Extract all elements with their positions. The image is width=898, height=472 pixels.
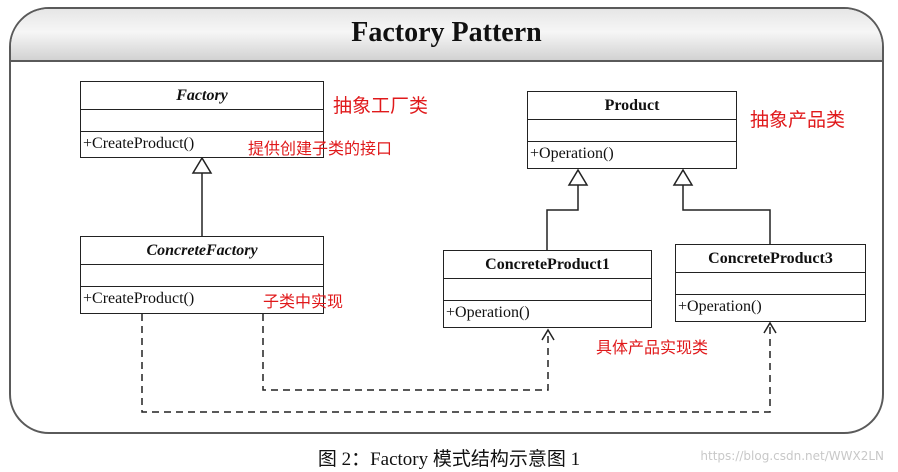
concrete-factory-class: ConcreteFactory +CreateProduct()	[80, 236, 324, 314]
inherit-arrow-product1	[567, 168, 589, 186]
class-name: Factory	[81, 82, 323, 110]
note-abstract-factory: 抽象工厂类	[333, 95, 429, 117]
attribute-section	[676, 273, 865, 295]
inherit-line-product3	[682, 184, 771, 245]
operation-text: +Operation()	[530, 145, 614, 162]
inherit-line-product1	[546, 184, 579, 251]
dependency-arrow-product1	[541, 328, 555, 341]
note-concrete-product-impl: 具体产品实现类	[596, 338, 709, 357]
attribute-section	[528, 120, 736, 142]
operation-text: +Operation()	[678, 298, 762, 315]
operation-text: +CreateProduct()	[83, 135, 195, 152]
factory-class: Factory +CreateProduct()	[80, 81, 324, 158]
operation-text: +CreateProduct()	[83, 290, 195, 307]
class-name: ConcreteProduct3	[676, 245, 865, 273]
dependency-line-product1	[262, 314, 549, 391]
class-name: Product	[528, 92, 736, 120]
class-name: ConcreteFactory	[81, 237, 323, 265]
note-abstract-product: 抽象产品类	[750, 109, 846, 131]
diagram-title: Factory Pattern	[351, 17, 542, 48]
concrete-product1-class: ConcreteProduct1 +Operation()	[443, 250, 652, 328]
figure-caption: 图 2：Factory 模式结构示意图 1	[317, 449, 581, 470]
note-create-interface: 提供创建子类的接口	[248, 139, 393, 158]
concrete-product3-class: ConcreteProduct3 +Operation()	[675, 244, 866, 322]
attribute-section	[81, 265, 323, 287]
watermark: https://blog.csdn.net/WWX2LN	[700, 449, 884, 463]
dependency-arrow-product3	[763, 321, 777, 334]
note-subclass-impl: 子类中实现	[263, 292, 344, 311]
attribute-section	[81, 110, 323, 132]
inherit-arrow-product3	[672, 168, 694, 186]
operation-text: +Operation()	[446, 304, 530, 321]
dependency-line-product3	[141, 314, 771, 413]
diagram-frame: Factory Pattern	[9, 7, 884, 434]
inherit-arrow-factory	[191, 156, 213, 174]
class-name: ConcreteProduct1	[444, 251, 651, 279]
attribute-section	[444, 279, 651, 301]
product-class: Product +Operation()	[527, 91, 737, 169]
title-band	[11, 9, 882, 62]
